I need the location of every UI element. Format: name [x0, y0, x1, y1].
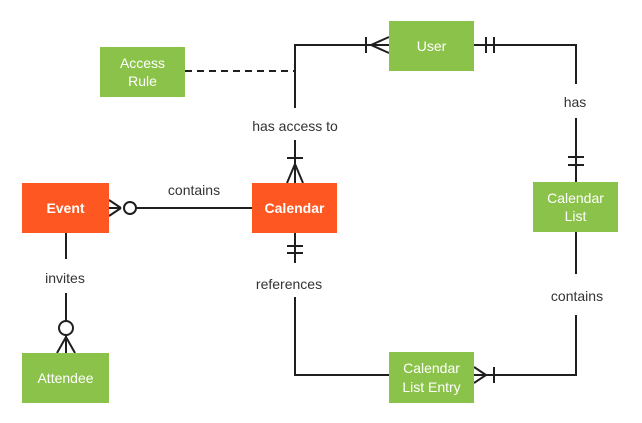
entity-calendar-list-label: Calendar List — [547, 189, 604, 224]
entity-access-rule: Access Rule — [100, 47, 185, 97]
entity-attendee-label: Attendee — [37, 369, 94, 386]
relationship-label-references: references — [255, 276, 323, 292]
entity-user: User — [389, 21, 474, 71]
entity-user-label: User — [416, 37, 447, 54]
edge-calendarlist-entry — [473, 232, 577, 384]
edge-event-attendee — [56, 233, 76, 354]
crowfoot-many-icon — [108, 199, 122, 217]
zero-circle-icon — [58, 320, 74, 336]
crowfoot-many-icon — [286, 163, 304, 184]
relationship-label-invites: invites — [45, 270, 85, 286]
entity-calendar-list-entry: Calendar List Entry — [389, 352, 474, 403]
entity-calendar-list: Calendar List — [533, 182, 618, 232]
one-bar-icon — [568, 156, 584, 166]
entity-calendar: Calendar — [252, 183, 337, 233]
zero-circle-icon — [123, 201, 137, 215]
entity-attendee: Attendee — [22, 353, 109, 403]
entity-event-label: Event — [46, 199, 85, 216]
one-bar-icon — [287, 245, 303, 254]
relationship-label-has: has — [563, 94, 587, 110]
crowfoot-many-icon — [473, 366, 487, 384]
entity-access-rule-label: Access Rule — [119, 54, 166, 89]
relationship-label-contains-entries: contains — [550, 288, 604, 304]
entity-event: Event — [22, 183, 109, 233]
entity-calendar-label: Calendar — [264, 199, 325, 216]
edge-calendar-entry — [287, 233, 389, 376]
crowfoot-many-icon — [370, 36, 390, 54]
edge-event-calendar — [108, 199, 252, 217]
crowfoot-many-icon — [56, 335, 76, 354]
relationship-label-contains-events: contains — [167, 182, 221, 198]
entity-calendar-list-entry-label: Calendar List Entry — [402, 360, 461, 395]
edge-user-calendarlist — [474, 37, 584, 182]
edge-calendar-user — [286, 36, 390, 184]
one-bar-icon — [485, 37, 495, 53]
relationship-label-has-access-to: has access to — [252, 118, 338, 134]
